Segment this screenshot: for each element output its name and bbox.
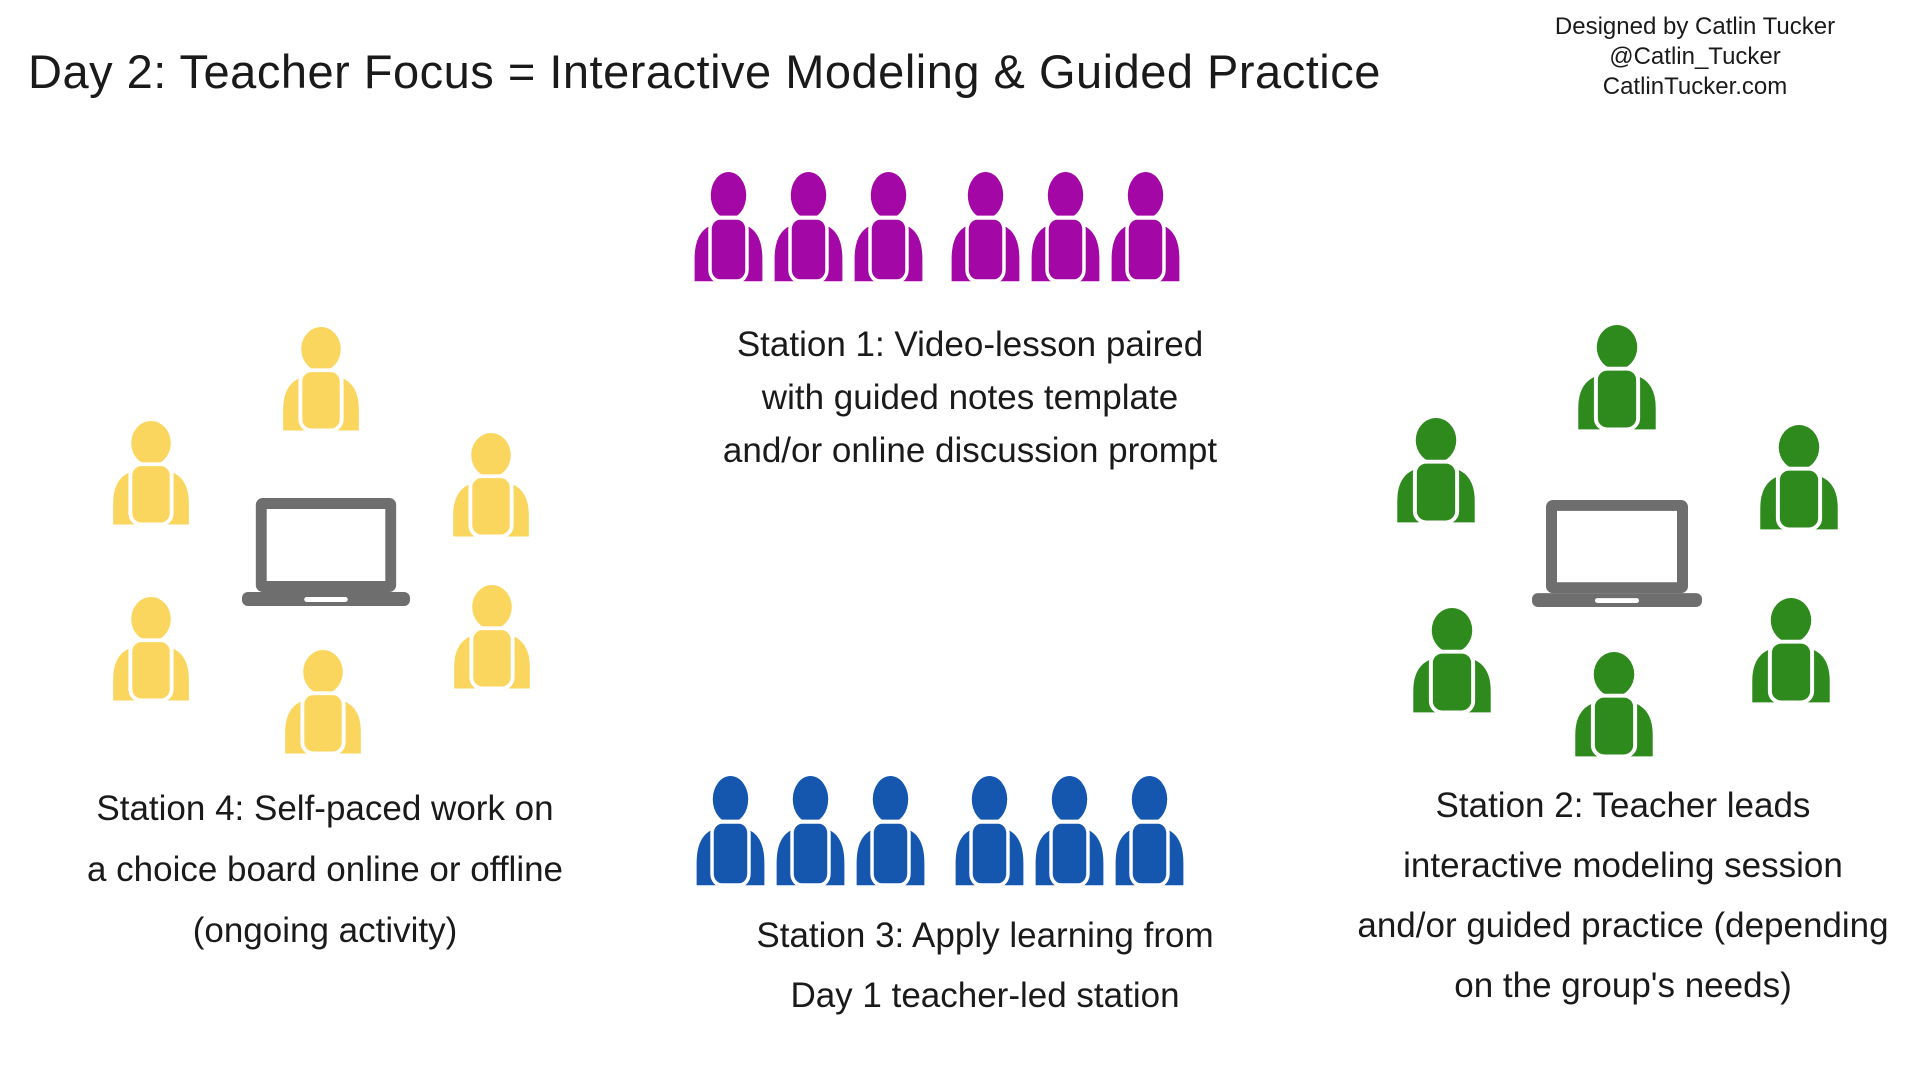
station4-person	[108, 421, 194, 527]
person-icon	[283, 327, 359, 433]
laptop-icon	[242, 498, 410, 606]
person-icon	[1111, 172, 1180, 284]
station1-person	[850, 172, 927, 284]
attribution-line-2: @Catlin_Tucker	[1609, 43, 1781, 70]
station2-label-line-1: Station 2: Teacher leads	[1435, 786, 1811, 825]
person-icon	[1035, 776, 1104, 888]
station3-person	[951, 776, 1028, 888]
person-icon	[1413, 608, 1491, 715]
station1-label-line-3: and/or online discussion prompt	[722, 431, 1218, 470]
station3-label-line-1: Station 3: Apply learning from	[756, 916, 1214, 955]
station-2-label: Station 2: Teacher leads interactive mode…	[1318, 776, 1920, 1016]
person-icon	[1397, 418, 1475, 525]
station-4-label: Station 4: Self-paced work on a choice bo…	[25, 778, 625, 961]
person-icon	[1575, 652, 1653, 759]
station4-label-line-2: a choice board online or offline	[86, 850, 564, 889]
station-1-people-group	[690, 172, 1184, 284]
station1-person	[1027, 172, 1104, 284]
station4-label-line-3: (ongoing activity)	[192, 911, 458, 950]
station4-laptop	[242, 498, 410, 611]
station4-person	[278, 327, 364, 433]
station3-label-line-2: Day 1 teacher-led station	[790, 976, 1180, 1015]
person-icon	[854, 172, 923, 284]
attribution-line-1: Designed by Catlin Tucker	[1554, 13, 1836, 40]
station2-person	[1755, 425, 1843, 532]
station3-person	[852, 776, 929, 888]
person-icon	[696, 776, 765, 888]
station2-laptop	[1532, 500, 1702, 612]
station4-person	[280, 650, 366, 756]
person-icon	[776, 776, 845, 888]
station2-label-line-2: interactive modeling session	[1403, 846, 1843, 885]
station2-person	[1570, 652, 1658, 759]
station-1-label: Station 1: Video-lesson paired with guide…	[650, 318, 1290, 477]
person-icon	[856, 776, 925, 888]
person-icon	[1752, 598, 1830, 705]
station1-person	[1107, 172, 1184, 284]
diagram-title: Day 2: Teacher Focus = Interactive Model…	[28, 45, 1381, 98]
station2-label-line-3: and/or guided practice (depending	[1357, 906, 1889, 945]
station1-person	[947, 172, 1024, 284]
person-icon	[955, 776, 1024, 888]
station-3-people-group	[692, 776, 1188, 888]
station1-label-line-1: Station 1: Video-lesson paired	[736, 325, 1204, 364]
laptop-icon	[1532, 500, 1702, 607]
person-icon	[453, 433, 529, 539]
station3-person	[692, 776, 769, 888]
station4-label-line-1: Station 4: Self-paced work on	[96, 789, 554, 828]
person-icon	[113, 597, 189, 703]
station3-person	[1111, 776, 1188, 888]
station2-person	[1392, 418, 1480, 525]
station2-label-line-4: on the group's needs)	[1454, 966, 1792, 1005]
person-icon	[1031, 172, 1100, 284]
station4-person	[449, 585, 535, 691]
person-icon	[694, 172, 763, 284]
person-icon	[1115, 776, 1184, 888]
station2-person	[1747, 598, 1835, 705]
person-icon	[113, 421, 189, 527]
station3-person	[772, 776, 849, 888]
station2-person	[1408, 608, 1496, 715]
person-icon	[285, 650, 361, 756]
station1-person	[770, 172, 847, 284]
station4-person	[108, 597, 194, 703]
person-icon	[1578, 325, 1656, 432]
station1-label-line-2: with guided notes template	[761, 378, 1179, 417]
station2-person	[1573, 325, 1661, 432]
station4-person	[448, 433, 534, 539]
station1-person	[690, 172, 767, 284]
person-icon	[1760, 425, 1838, 532]
attribution-line-3: CatlinTucker.com	[1602, 73, 1788, 100]
person-icon	[951, 172, 1020, 284]
person-icon	[774, 172, 843, 284]
person-icon	[454, 585, 530, 691]
station3-person	[1031, 776, 1108, 888]
